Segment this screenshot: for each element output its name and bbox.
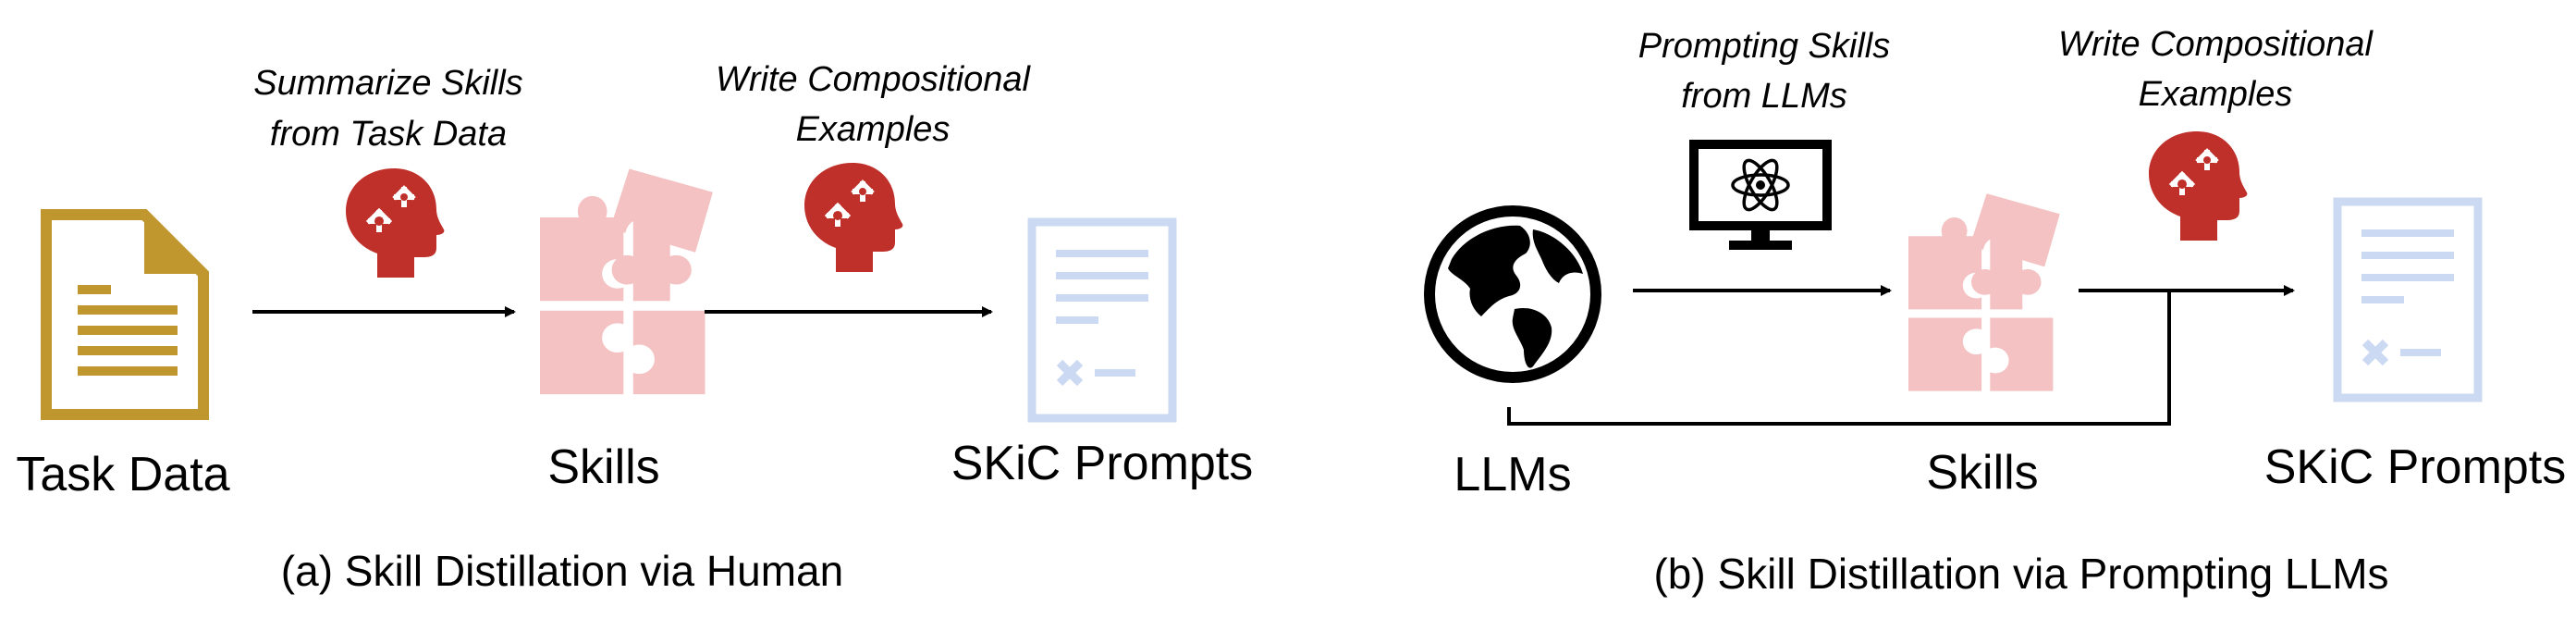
panel-a: Task Data Summarize Skills from Task Dat…	[16, 60, 1253, 595]
write-step-line2-b: Examples	[2139, 75, 2293, 114]
head-gears-icon	[804, 163, 903, 272]
prompts-label-a: SKiC Prompts	[951, 437, 1254, 490]
task-data-label: Task Data	[16, 448, 229, 501]
feedback-connector	[1507, 291, 2171, 426]
write-step-line1-a: Write Compositional	[716, 60, 1032, 99]
skills-label-b: Skills	[1926, 446, 2038, 500]
monitor-atom-icon	[1689, 140, 1832, 250]
prompts-label-b: SKiC Prompts	[2264, 440, 2567, 494]
llms-label: LLMs	[1454, 448, 1571, 501]
caption-a: (a) Skill Distillation via Human	[281, 547, 843, 595]
caption-b: (b) Skill Distillation via Prompting LLM…	[1653, 550, 2388, 598]
puzzle-icon	[540, 168, 713, 395]
prompt-document-icon	[1032, 222, 1172, 418]
document-icon	[41, 209, 209, 420]
summarize-step-line1: Summarize Skills	[253, 64, 522, 103]
prompt-document-icon	[2337, 202, 2478, 398]
write-step-line1-b: Write Compositional	[2058, 25, 2374, 64]
summarize-step-line2: from Task Data	[270, 115, 507, 154]
write-step-line2-a: Examples	[796, 110, 951, 149]
panel-b: LLMs Prompting Skills from LLMs Skills W…	[1424, 25, 2567, 598]
head-gears-icon	[2149, 131, 2248, 241]
puzzle-icon	[1908, 193, 2060, 391]
globe-icon	[1424, 205, 1601, 383]
skills-label-a: Skills	[547, 440, 659, 494]
prompting-step-line1: Prompting Skills	[1638, 27, 1890, 66]
prompting-step-line2: from LLMs	[1681, 77, 1846, 116]
head-gears-icon	[346, 168, 445, 278]
